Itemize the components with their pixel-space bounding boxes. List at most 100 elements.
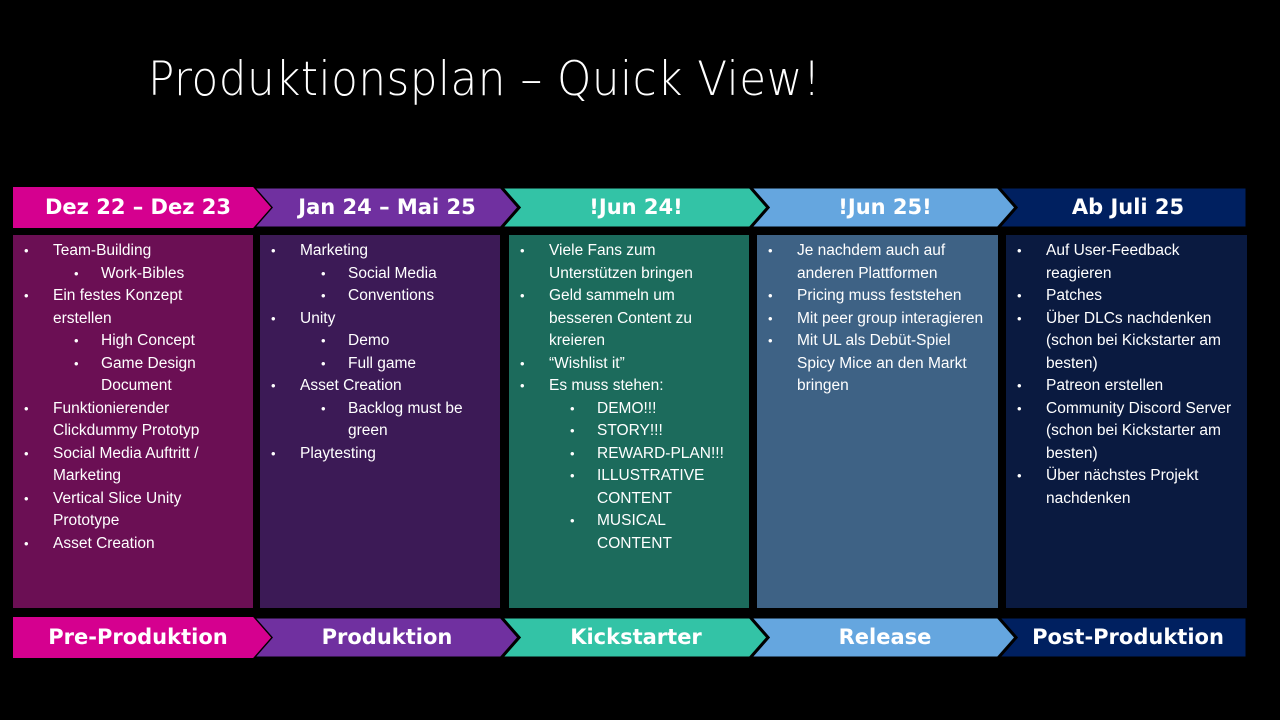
bullet-icon: • [74, 265, 79, 281]
phase-chevron-shapes [13, 617, 1249, 658]
sub-bullet-item: • REWARD-PLAN!!! [519, 443, 741, 466]
bullet-text: Über DLCs nachdenken (schon bei Kickstar… [1046, 309, 1221, 372]
bullet-icon: • [321, 265, 326, 281]
bullet-icon: • [768, 333, 773, 348]
bullet-icon: • [271, 378, 276, 393]
date-chevron-0-top [13, 187, 271, 228]
date-chevron-label: Dez 22 – Dez 23 [45, 195, 231, 219]
phase-chevron-label: Release [838, 625, 932, 649]
bullet-item: • Über nächstes Projekt nachdenken [1016, 465, 1239, 510]
bullet-text: Funktionierender Clickdummy Prototyp [53, 399, 200, 440]
bullet-item: • Über DLCs nachdenken (schon bei Kicksta… [1016, 308, 1239, 376]
phase-chevron-label: Pre-Produktion [48, 625, 228, 649]
bullet-icon: • [570, 400, 575, 416]
bullet-text: Je nachdem auch auf anderen Plattformen [797, 242, 946, 282]
bullet-icon: • [768, 243, 773, 258]
panel-release: • Je nachdem auch auf anderen Plattformen… [757, 235, 998, 608]
bullet-item: • Geld sammeln um besseren Content zu kre… [519, 285, 741, 353]
bullet-text: Asset Creation [300, 377, 402, 394]
bullet-text: Team-Building [53, 242, 152, 259]
bullet-text: Playtesting [300, 444, 376, 462]
sub-bullet-item: •STORY!!! [519, 420, 741, 443]
panel-list: • Je nachdem auch auf anderen Plattformen… [767, 240, 990, 398]
phase-chevron-label: Kickstarter [570, 625, 702, 649]
bullet-text: Conventions [348, 287, 435, 304]
bullet-icon: • [74, 333, 79, 348]
bullet-icon: • [768, 310, 773, 326]
date-chevron-shapes [13, 187, 1249, 228]
bullet-text: Game Design Document [101, 354, 196, 395]
bullet-text: Community Discord Server (schon bei Kick… [1046, 399, 1232, 462]
bullet-icon: • [271, 243, 276, 258]
sub-bullet-item: •Full game [270, 353, 492, 376]
bullet-text: Asset Creation [53, 534, 155, 552]
sub-bullet-item: • Demo [270, 330, 492, 353]
bullet-item: •Viele Fans zum Unterstützen bringen [519, 240, 741, 285]
bullet-text: MUSICAL CONTENT [597, 512, 672, 552]
bullet-icon: • [321, 355, 326, 371]
bullet-icon: • [1017, 378, 1022, 393]
bullet-text: “Wishlist it” [549, 354, 625, 372]
bullet-text: Mit UL als Debüt-Spiel Spicy Mice an den… [797, 332, 967, 394]
bullet-item: •Auf User-Feedback reagieren [1016, 240, 1239, 285]
bullet-icon: • [1017, 310, 1022, 326]
bullet-item: • Asset Creation [23, 533, 245, 556]
bullet-text: Work-Bibles [101, 264, 185, 282]
bullet-icon: • [1017, 288, 1022, 303]
bullet-icon: • [321, 288, 326, 303]
bullet-item: •Social Media Auftritt / Marketing [23, 443, 245, 488]
bullet-text: High Concept [101, 332, 195, 349]
bullet-icon: • [570, 513, 575, 528]
bullet-item: • Mit peer group interagieren [767, 308, 990, 331]
bullet-item: • Team-Building [23, 240, 245, 263]
bullet-item: • Asset Creation [270, 375, 492, 398]
bullet-text: REWARD-PLAN!!! [597, 444, 724, 462]
bullet-icon: • [570, 468, 575, 483]
phase-timeline-bar: Pre-Produktion Produktion Kickstarter Re… [0, 617, 1280, 658]
bullet-item: •Community Discord Server (schon bei Kic… [1016, 398, 1239, 466]
bullet-text: Geld sammeln um besseren Content zu krei… [549, 287, 693, 349]
bullet-text: Mit peer group interagieren [797, 309, 984, 327]
bullet-icon: • [24, 535, 29, 551]
bullet-icon: • [24, 400, 29, 416]
panel-list: •Auf User-Feedback reagieren•Patches•Übe… [1016, 240, 1239, 510]
bullet-text: Über nächstes Projekt nachdenken [1046, 467, 1199, 507]
sub-bullet-item: • MUSICAL CONTENT [519, 510, 741, 555]
bullet-text: Vertical Slice Unity Prototype [53, 489, 182, 530]
bullet-icon: • [570, 445, 575, 461]
panel-list: • Marketing • Social Media • Conventions •Unit… [270, 240, 492, 465]
bullet-item: • Funktionierender Clickdummy Prototyp [23, 398, 245, 443]
bullet-text: Marketing [300, 242, 369, 259]
bullet-icon: • [24, 243, 29, 258]
sub-bullet-item: •DEMO!!! [519, 398, 741, 421]
bullet-item: •“Wishlist it” [519, 353, 741, 376]
phase-chevron-label: Post-Produktion [1032, 625, 1224, 649]
bullet-icon: • [74, 355, 79, 371]
date-chevron-label: !Jun 25! [838, 195, 932, 219]
bullet-icon: • [271, 445, 276, 461]
slide-title: Produktionsplan – Quick View! [148, 52, 821, 107]
panel-post-produktion: •Auf User-Feedback reagieren•Patches•Übe… [1006, 235, 1247, 608]
bullet-icon: • [1017, 468, 1022, 483]
phase-chevron-label: Produktion [321, 625, 453, 649]
bullet-icon: • [24, 490, 29, 506]
bullet-item: • Patreon erstellen [1016, 375, 1239, 398]
bullet-icon: • [321, 333, 326, 348]
bullet-text: Patreon erstellen [1046, 377, 1164, 394]
panel-list: • Team-Building • Work-Bibles • Ein festes Ko… [23, 240, 245, 555]
bullet-text: Demo [348, 332, 390, 349]
bullet-icon: • [24, 288, 29, 303]
date-timeline-bar: Dez 22 – Dez 23 Jan 24 – Mai 25 !Jun 24!… [0, 187, 1280, 228]
bullet-item: •Unity [270, 308, 492, 331]
bullet-icon: • [1017, 243, 1022, 258]
bullet-text: Ein festes Konzept erstellen [53, 287, 183, 327]
bullet-icon: • [520, 288, 525, 303]
panel-kickstarter: •Viele Fans zum Unterstützen bringen • Gel… [509, 235, 749, 608]
bullet-text: Es muss stehen: [549, 377, 664, 394]
bullet-text: STORY!!! [597, 422, 663, 439]
panel-pre-produktion: • Team-Building • Work-Bibles • Ein festes Ko… [13, 235, 253, 608]
bullet-icon: • [271, 310, 276, 326]
bullet-text: Social Media [348, 264, 437, 282]
bullet-item: •Es muss stehen: [519, 375, 741, 398]
panel-produktion: • Marketing • Social Media • Conventions •Unit… [260, 235, 500, 608]
